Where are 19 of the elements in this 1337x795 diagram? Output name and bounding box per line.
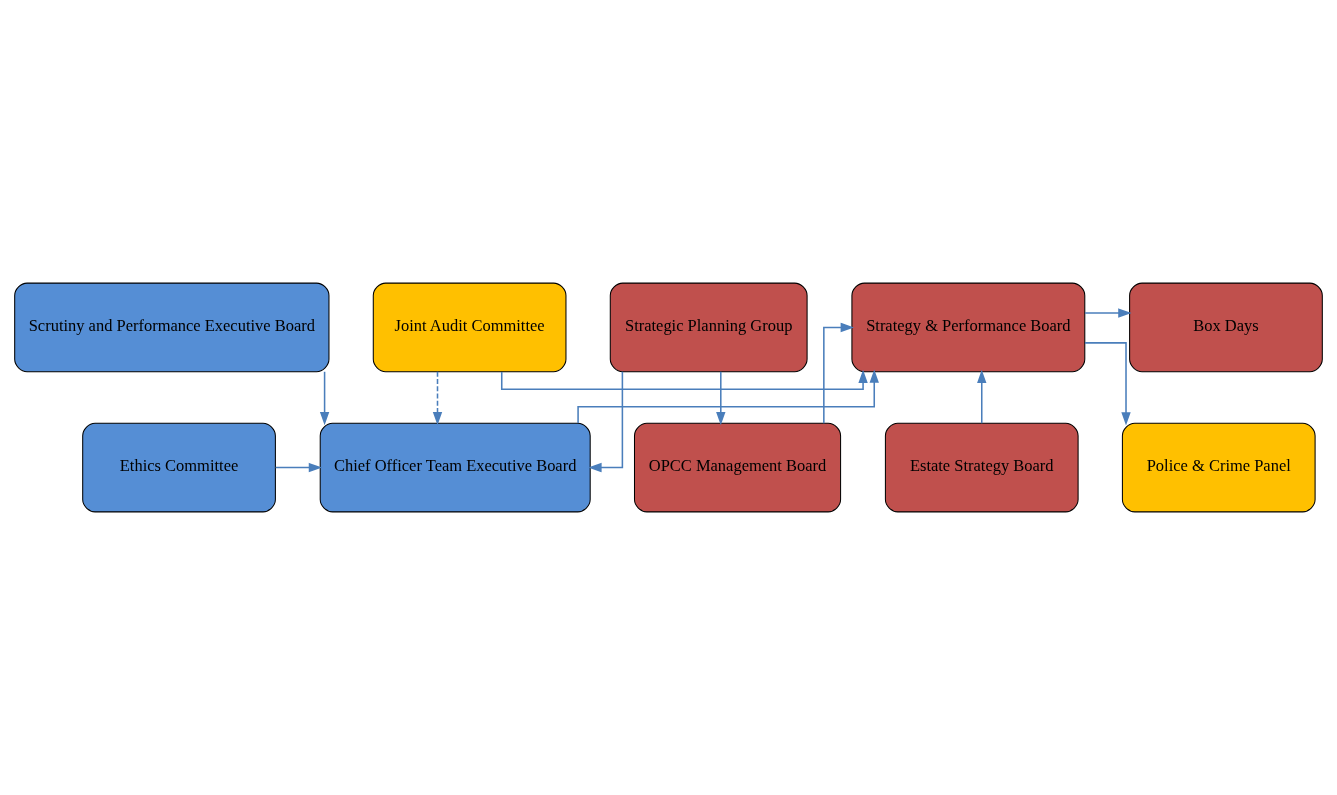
arrow xyxy=(588,371,624,473)
arrow xyxy=(432,371,443,426)
arrow xyxy=(274,462,323,473)
arrow xyxy=(319,371,330,426)
node-box: Chief Officer Team Executive Board xyxy=(319,422,591,513)
node-box: Police & Crime Panel xyxy=(1121,422,1316,513)
node-box: Strategic Planning Group xyxy=(609,282,808,373)
node-box: Scrutiny and Performance Executive Board xyxy=(14,282,330,373)
node-box: OPCC Management Board xyxy=(634,422,842,513)
node-box: Estate Strategy Board xyxy=(884,422,1079,513)
node-box: Ethics Committee xyxy=(82,422,276,513)
node-box: Box Days xyxy=(1129,282,1323,373)
arrow xyxy=(716,371,726,426)
arrow xyxy=(1084,308,1132,318)
arrow xyxy=(1084,342,1131,426)
arrow xyxy=(823,322,855,424)
node-box: Joint Audit Committee xyxy=(372,282,567,373)
arrow xyxy=(977,369,987,424)
node-box: Strategy & Performance Board xyxy=(851,282,1086,373)
